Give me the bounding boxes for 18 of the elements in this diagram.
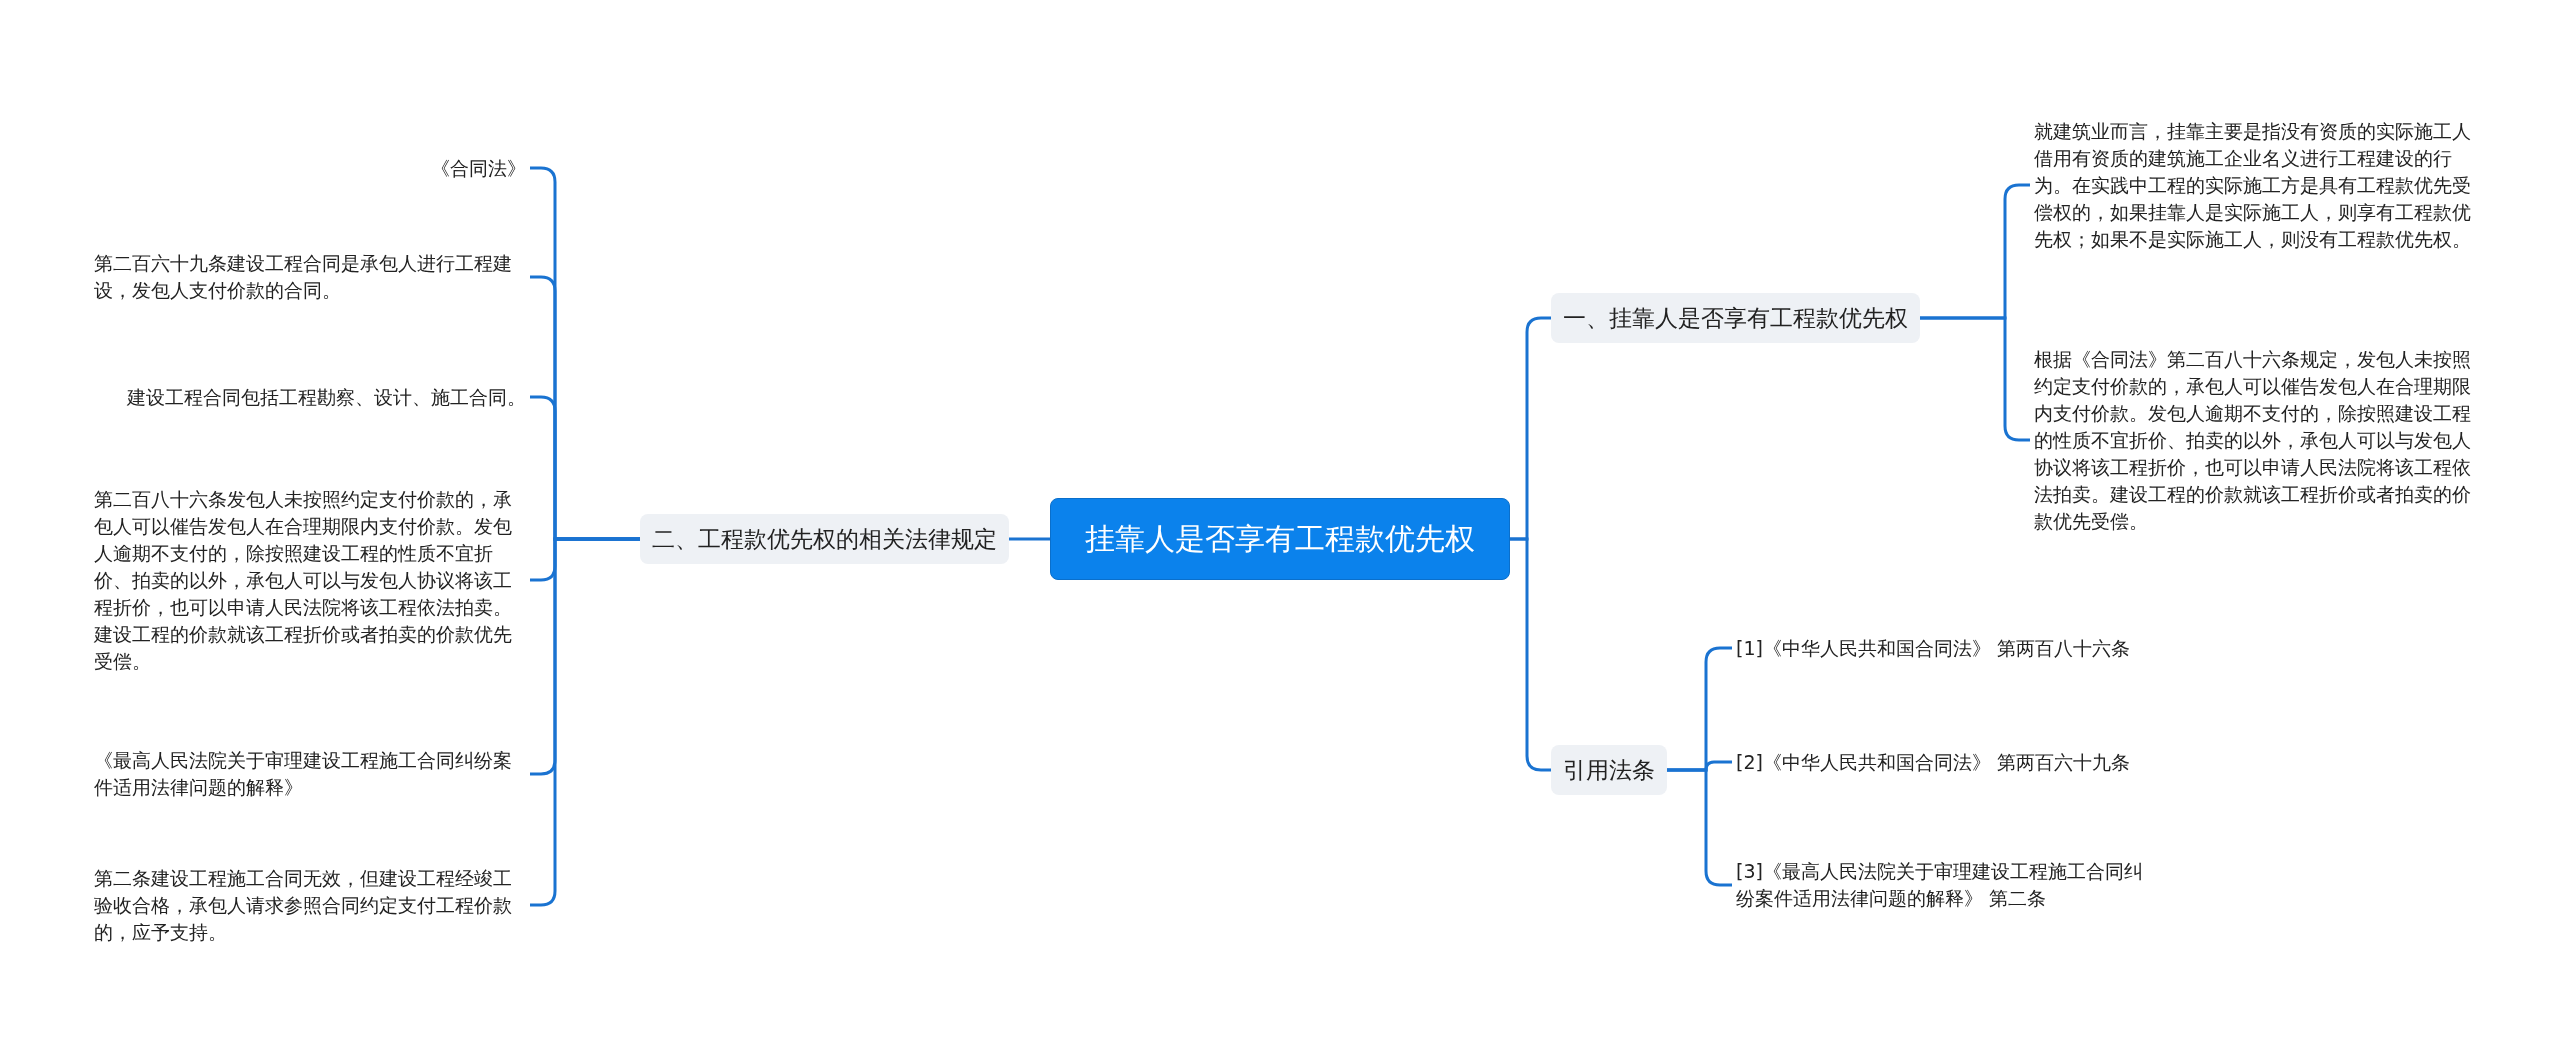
branch-topic: 二、工程款优先权的相关法律规定 [640, 514, 1009, 564]
branch-topic: 引用法条 [1551, 745, 1667, 795]
citation-text: [1]《中华人民共和国合同法》 第两百八十六条 [1732, 632, 2162, 664]
note-text: 《最高人民法院关于审理建设工程施工合同纠纷案件适用法律问题的解释》 [90, 745, 530, 803]
citation-text: [2]《中华人民共和国合同法》 第两百六十九条 [1732, 746, 2162, 778]
note-text: 第二百八十六条发包人未按照约定支付价款的，承包人可以催告发包人在合理期限内支付价款。发包人逾期不支付的，除按照建设工程的性质不宜折价、拍卖的以外，承包人可以与发包人协议将该工程折价，也可以申请人民法院将该工程依法拍卖。建设工程的价款就该工程折价或者拍卖的价款优先受偿。 [90, 483, 530, 677]
connector-line [1009, 537, 1050, 541]
note-text: 第二条建设工程施工合同无效，但建设工程经竣工验收合格，承包人请求参照合同约定支付工程价款的，应予支持。 [90, 862, 530, 948]
note-text: 第二百六十九条建设工程合同是承包人进行工程建设，发包人支付价款的合同。 [90, 248, 530, 306]
note-text: 就建筑业而言，挂靠主要是指没有资质的实际施工人借用有资质的建筑施工企业名义进行工程建设的行为。在实践中工程的实际施工方是具有工程款优先受偿权的，如果挂靠人是实际施工人，则享有工程款优先权；如果不是实际施工人，则没有工程款优先权。 [2030, 115, 2478, 255]
note-text: 根据《合同法》第二百八十六条规定，发包人未按照约定支付价款的，承包人可以催告发包人在合理期限内支付价款。发包人逾期不支付的，除按照建设工程的性质不宜折价、拍卖的以外，承包人可以与发包人协议将该工程折价，也可以申请人民法院将该工程依法拍卖。建设工程的价款就该工程折价或者拍卖的价款优先受偿。 [2030, 343, 2478, 537]
citation-text: [3]《最高人民法院关于审理建设工程施工合同纠纷案件适用法律问题的解释》 第二条 [1732, 856, 2162, 914]
central-topic: 挂靠人是否享有工程款优先权 [1050, 498, 1510, 580]
note-text: 《合同法》 [427, 152, 530, 184]
branch-topic: 一、挂靠人是否享有工程款优先权 [1551, 293, 1920, 343]
note-text: 建设工程合同包括工程勘察、设计、施工合同。 [123, 381, 530, 413]
connector-line [1510, 537, 1551, 772]
connector-line [530, 537, 640, 907]
